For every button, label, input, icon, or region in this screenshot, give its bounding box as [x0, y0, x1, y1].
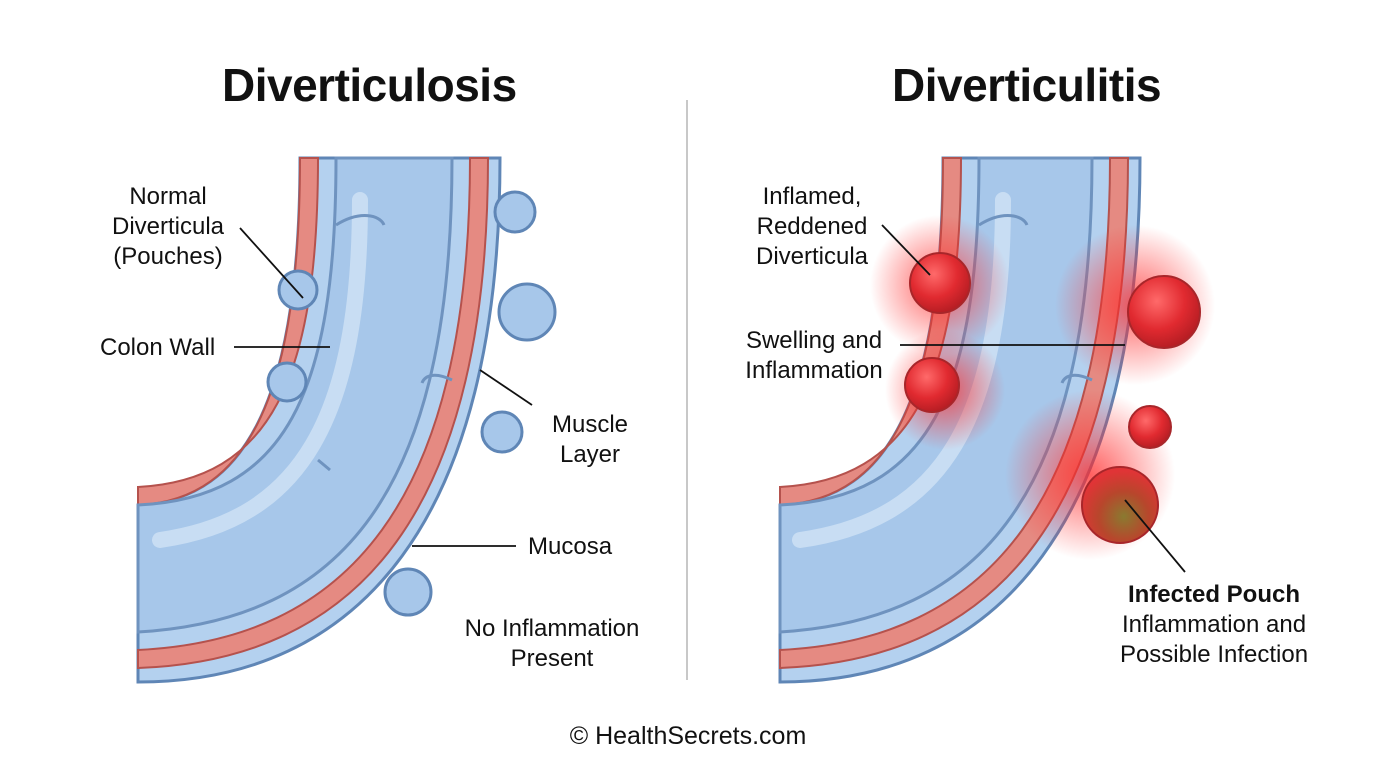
mucosa-label: Mucosa: [528, 533, 613, 560]
copyright-footer: © HealthSecrets.com: [569, 722, 807, 750]
inflamed-diverticula-label: Inflamed, Reddened Diverticula: [755, 183, 869, 270]
left-pouch-3: [493, 190, 537, 234]
inflamed-pouch-2: [904, 357, 960, 413]
infected-pouch-title: Infected Pouch: [1127, 581, 1301, 608]
inflamed-pouch-3: [1127, 275, 1201, 349]
swelling-label: Swelling and Inflammation: [745, 327, 883, 384]
diverticulitis-title: Diverticulitis: [892, 59, 1162, 111]
muscle-layer-label: Muscle Layer: [551, 411, 629, 468]
right-colon-diagram: [778, 156, 1215, 684]
infected-pouch: [1081, 466, 1159, 544]
left-pouch-5: [480, 410, 524, 454]
inflamed-pouch-4: [1128, 405, 1172, 449]
colon-wall-label: Colon Wall: [100, 334, 216, 361]
left-pouch-1: [277, 269, 319, 311]
panel-divider: [686, 100, 688, 680]
right-leader-lines: [881, 224, 1186, 573]
normal-diverticula-label: Normal Diverticula (Pouches): [111, 183, 225, 270]
left-leader-lines: [234, 227, 533, 547]
left-pouch-6: [383, 567, 433, 617]
left-pouch-4: [497, 282, 557, 342]
left-muscle-band-outer: [137, 157, 490, 670]
infected-pouch-label: Infected Pouch Inflammation and Possible…: [1104, 580, 1324, 670]
inflamed-pouch-1: [909, 252, 971, 314]
no-inflammation-label: No Inflammation Present: [464, 615, 640, 672]
diverticulosis-title: Diverticulosis: [222, 59, 517, 111]
left-pouch-2: [266, 361, 308, 403]
left-colon-diagram: [136, 156, 557, 684]
